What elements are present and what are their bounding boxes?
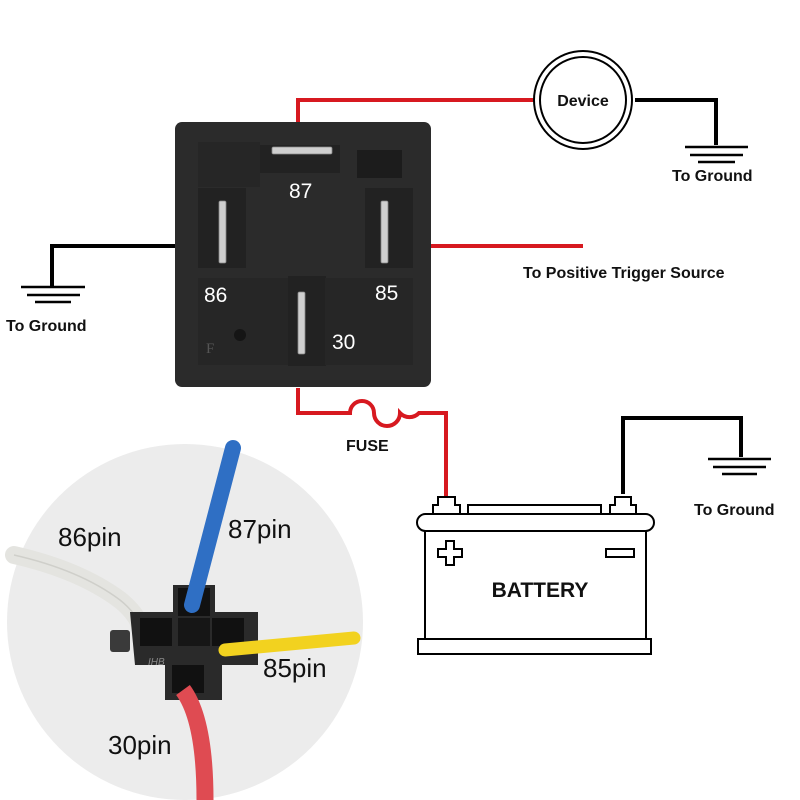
ground-symbol-device [685, 145, 748, 164]
relay-dimple [234, 329, 246, 341]
socket-slot-center [178, 618, 210, 646]
socket-latch [110, 630, 130, 652]
label-87pin: 87pin [228, 514, 292, 544]
pin-86-blade [218, 200, 227, 264]
ground-symbol-left [21, 285, 85, 304]
pin-label-86: 86 [204, 284, 227, 307]
battery-terminal-positive [432, 496, 461, 513]
socket-marking: IHB [148, 657, 165, 668]
wire-85-yellow [218, 631, 361, 657]
battery-top-cover [467, 504, 602, 515]
relay-recess-85 [365, 188, 413, 268]
relay-marking: F [206, 341, 214, 357]
device-symbol: Device [533, 50, 633, 150]
wire-30-fuse-battery [296, 388, 448, 496]
relay: F 87 86 85 30 [175, 122, 431, 387]
wire-battery-to-ground [621, 416, 743, 494]
relay-square-marking [357, 150, 402, 178]
wire-87-blue [184, 440, 241, 613]
relay-recess-bottom-right [325, 278, 413, 365]
ground-symbol-battery [708, 457, 771, 476]
label-86pin: 86pin [58, 522, 122, 552]
socket-slot-85 [212, 618, 244, 646]
device-inner-ring [539, 56, 627, 144]
wire-87-to-device [296, 98, 536, 126]
pin-label-87: 87 [289, 180, 312, 203]
fuse-label: FUSE [346, 438, 389, 455]
ground-label-left: To Ground [6, 318, 87, 335]
battery-base [417, 638, 652, 655]
pin-30-blade [297, 291, 306, 355]
relay-socket: IHB [110, 585, 258, 700]
label-85pin: 85pin [263, 653, 327, 683]
device-label: Device [557, 93, 609, 110]
battery-label: BATTERY [492, 579, 589, 602]
pin-85-blade [380, 200, 389, 264]
battery-plus-icon [437, 540, 463, 566]
wire-30-red [175, 684, 214, 800]
pin-label-30: 30 [332, 331, 355, 354]
label-30pin: 30pin [108, 730, 172, 760]
pin-87-blade [271, 146, 333, 155]
trigger-label: To Positive Trigger Source [523, 265, 725, 282]
battery-minus-icon [605, 548, 635, 558]
wire-86-to-ground [50, 244, 178, 286]
pin-label-85: 85 [375, 282, 398, 305]
relay-recess-bottom-left [198, 278, 293, 365]
battery-terminal-negative [609, 496, 637, 513]
ground-label-battery: To Ground [694, 502, 775, 519]
wire-device-to-ground [635, 98, 718, 145]
socket-photo: IHB 86pin 87pin 85pin 30pin [5, 440, 363, 800]
relay-recess-30 [288, 276, 326, 366]
battery: BATTERY [416, 496, 655, 655]
battery-lid [416, 513, 655, 532]
relay-recess-top-left [198, 142, 260, 187]
ground-label-device: To Ground [672, 168, 753, 185]
socket-slot-86 [140, 618, 172, 646]
